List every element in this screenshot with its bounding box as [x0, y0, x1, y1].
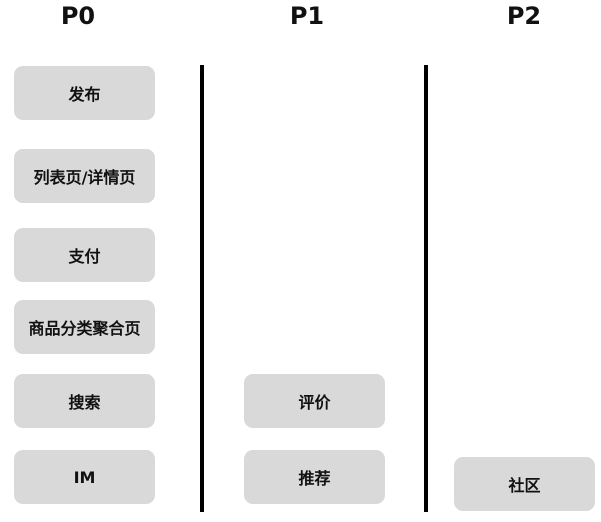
column-header-p0: P0 [60, 2, 96, 30]
column-divider-p1-p2 [424, 65, 428, 512]
p0-item-publish: 发布 [14, 66, 155, 120]
column-divider-p0-p1 [200, 65, 204, 512]
column-header-p1: P1 [289, 2, 325, 30]
p0-item-im: IM [14, 450, 155, 504]
p0-item-search: 搜索 [14, 374, 155, 428]
p2-item-community: 社区 [454, 457, 595, 511]
column-header-p2: P2 [506, 2, 542, 30]
p0-item-list-detail-page: 列表页/详情页 [14, 149, 155, 203]
p0-item-category-aggregation-page: 商品分类聚合页 [14, 300, 155, 354]
p1-item-recommend: 推荐 [244, 450, 385, 504]
p1-item-review: 评价 [244, 374, 385, 428]
p0-item-payment: 支付 [14, 228, 155, 282]
